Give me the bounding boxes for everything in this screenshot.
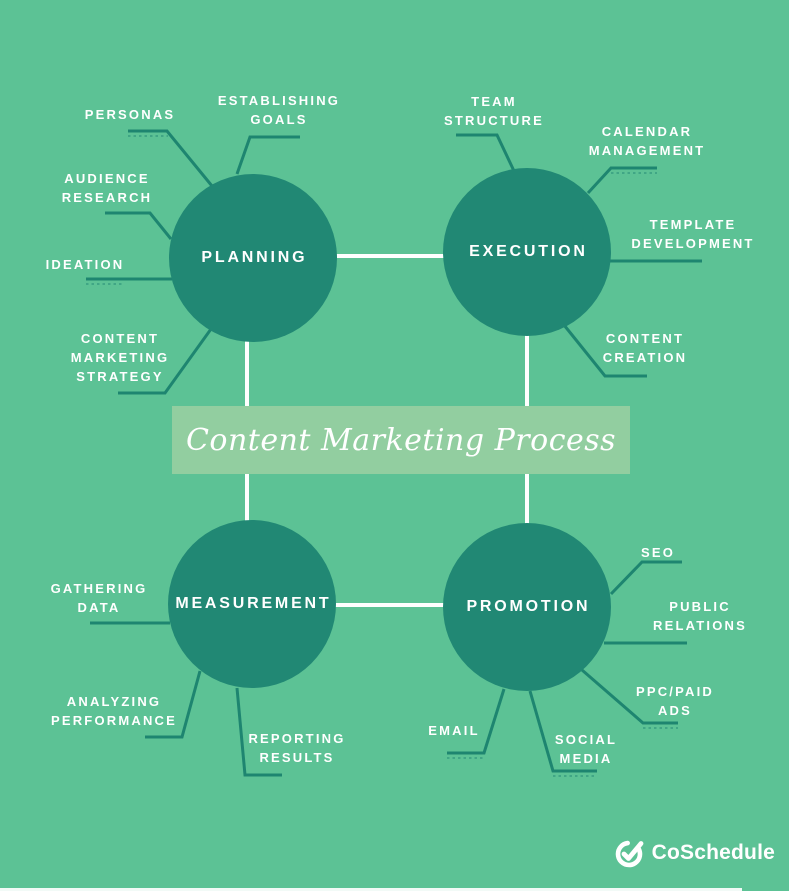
spoke-line-personas	[128, 129, 214, 187]
hub-execution: EXECUTION	[443, 168, 611, 336]
diagram-title: Content Marketing Process	[185, 422, 617, 458]
spoke-line-analyzing-performance	[145, 670, 202, 739]
spoke-label-calendar-management: CALENDAR MANAGEMENT	[588, 124, 706, 158]
spoke-line-audience-research	[105, 211, 173, 240]
title-banner: Content Marketing Process	[172, 406, 630, 474]
spoke-label-ppc-paid-ads: PPC/PAID ADS	[635, 684, 715, 718]
hub-measurement-label: MEASUREMENT	[175, 595, 332, 612]
spoke-line-content-creation	[562, 324, 647, 378]
spoke-line-ppc-paid-ads	[581, 668, 678, 725]
spoke-label-content-marketing-strategy: CONTENT MARKETING STRATEGY	[70, 331, 170, 384]
spoke-label-email: EMAIL	[428, 723, 480, 738]
spoke-label-reporting-results: REPORTING RESULTS	[248, 731, 346, 765]
spoke-line-social-media	[528, 690, 597, 773]
spoke-label-public-relations: PUBLIC RELATIONS	[653, 599, 747, 633]
hub-measurement: MEASUREMENT	[168, 520, 336, 688]
coschedule-logo-text: CoSchedule	[651, 841, 775, 864]
hub-planning-label: PLANNING	[201, 249, 308, 266]
spoke-line-seo	[609, 560, 682, 596]
spoke-line-email	[447, 688, 506, 755]
spoke-label-social-media: SOCIAL MEDIA	[554, 732, 618, 766]
spoke-label-seo: SEO	[640, 545, 676, 560]
spoke-label-audience-research: AUDIENCE RESEARCH	[61, 171, 153, 205]
connector-measurement-promotion	[252, 603, 527, 607]
bottom-strip	[0, 888, 742, 891]
spoke-label-ideation: IDEATION	[45, 257, 125, 272]
hub-promotion: PROMOTION	[443, 523, 611, 691]
spoke-label-establishing-goals: ESTABLISHING GOALS	[217, 93, 341, 127]
spoke-label-analyzing-performance: ANALYZING PERFORMANCE	[50, 694, 178, 728]
spoke-label-template-development: TEMPLATE DEVELOPMENT	[631, 217, 755, 251]
coschedule-check-icon	[615, 840, 644, 868]
spoke-label-content-creation: CONTENT CREATION	[602, 331, 688, 365]
spoke-label-team-structure: TEAM STRUCTURE	[444, 94, 544, 128]
connector-planning-execution	[253, 254, 527, 258]
spoke-line-content-marketing-strategy	[118, 328, 213, 395]
spoke-line-calendar-management	[586, 166, 657, 195]
spoke-line-reporting-results	[235, 687, 282, 777]
hub-execution-label: EXECUTION	[469, 243, 588, 260]
spoke-label-gathering-data: GATHERING DATA	[50, 581, 148, 615]
coschedule-logo: CoSchedule	[615, 838, 775, 868]
spoke-line-establishing-goals	[235, 135, 300, 175]
spoke-line-team-structure	[456, 133, 516, 172]
hub-planning: PLANNING	[169, 174, 337, 342]
spoke-label-personas: PERSONAS	[84, 107, 176, 122]
hub-promotion-label: PROMOTION	[466, 598, 591, 615]
